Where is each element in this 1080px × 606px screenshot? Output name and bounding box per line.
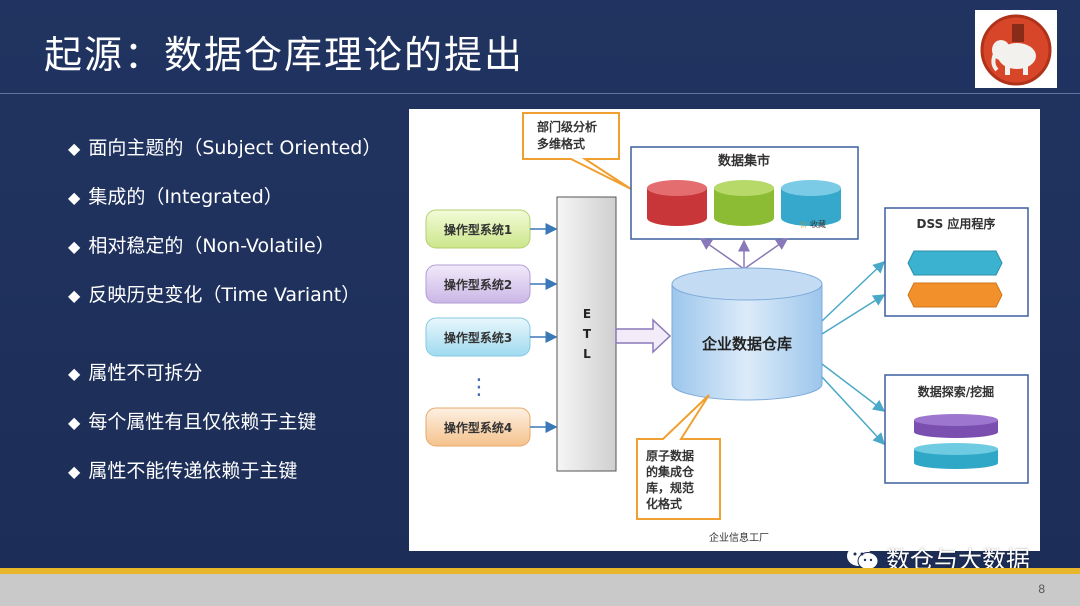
arrow	[821, 294, 886, 335]
diamond-bullet-icon: ◆	[68, 364, 81, 383]
callout-line: 部门级分析	[537, 119, 597, 134]
callout-line: 多维格式	[537, 136, 585, 151]
diagram-panel: 操作型系统1 操作型系统2 操作型系统3 ⋮ 操作型系统4	[409, 109, 1040, 551]
diamond-bullet-icon: ◆	[68, 462, 81, 481]
bullet-text: 每个属性有且仅依赖于主键	[88, 411, 317, 433]
source-label: 操作型系统3	[444, 330, 512, 345]
footer-bar	[0, 574, 1080, 606]
mining-title: 数据探索/挖掘	[918, 384, 994, 399]
mining-box: 数据探索/挖掘	[884, 374, 1029, 484]
bullet-text: 反映历史变化（Time Variant）	[88, 284, 361, 306]
cylinder-blue-icon	[781, 180, 841, 226]
etl-letter: T	[583, 327, 592, 341]
dss-bar-orange	[907, 282, 1003, 308]
arrow	[821, 376, 886, 446]
source-label: 操作型系统1	[444, 222, 512, 237]
callout-line: 的集成仓	[646, 464, 695, 479]
bullet-item: ◆ 集成的（Integrated）	[68, 183, 381, 232]
bullet-item: ◆ 相对稳定的（Non-Volatile）	[68, 232, 381, 281]
block-arrow-icon	[615, 318, 672, 354]
diamond-bullet-icon: ◆	[68, 139, 81, 158]
dss-bar-blue	[907, 250, 1003, 276]
bullet-item: ◆ 属性不可拆分	[68, 359, 381, 408]
elephant-logo-icon	[975, 10, 1057, 88]
source-system-4: 操作型系统4	[425, 407, 531, 447]
callout-top: 部门级分析 多维格式	[522, 112, 632, 190]
warehouse-label: 企业数据仓库	[701, 335, 792, 353]
bullet-text: 集成的（Integrated）	[88, 186, 283, 208]
cif-diagram: 操作型系统1 操作型系统2 操作型系统3 ⋮ 操作型系统4	[425, 112, 1029, 544]
disk-teal-icon	[914, 443, 998, 469]
bullet-item: ◆ 属性不能传递依赖于主键	[68, 457, 381, 506]
arrow	[821, 363, 886, 412]
bullet-text: 面向主题的（Subject Oriented）	[88, 137, 382, 159]
diamond-bullet-icon: ◆	[68, 237, 81, 256]
etl-bar: E T L	[556, 196, 617, 472]
dss-title: DSS 应用程序	[917, 216, 996, 231]
bullet-item: ◆ 每个属性有且仅依赖于主键	[68, 408, 381, 457]
bullet-item: ◆ 反映历史变化（Time Variant）	[68, 281, 381, 330]
callout-line: 原子数据	[646, 448, 694, 463]
page-number: 8	[1038, 582, 1045, 596]
datamart-box: 数据集市 ☆ 收藏	[630, 146, 859, 240]
disk-purple-icon	[914, 414, 998, 438]
enterprise-dw-cylinder: 企业数据仓库	[671, 267, 823, 401]
dss-box: DSS 应用程序	[884, 207, 1029, 317]
callout-line: 化格式	[646, 496, 682, 511]
bullet-text: 属性不可拆分	[88, 362, 203, 384]
bullet-spacer	[68, 330, 381, 359]
source-label: 操作型系统2	[444, 277, 512, 292]
arrow	[699, 238, 745, 270]
source-system-2: 操作型系统2	[425, 264, 531, 304]
datamart-tag: 收藏	[810, 219, 826, 229]
ellipsis-icon: ⋮	[468, 375, 490, 400]
diamond-bullet-icon: ◆	[68, 413, 81, 432]
cylinder-red-icon	[647, 180, 707, 226]
slide-title: 起源：数据仓库理论的提出	[44, 33, 525, 77]
source-system-1: 操作型系统1	[425, 209, 531, 249]
bullet-text: 属性不能传递依赖于主键	[88, 460, 298, 482]
etl-letter: E	[583, 307, 591, 321]
datamart-title: 数据集市	[718, 153, 770, 169]
cylinder-green-icon	[714, 180, 774, 226]
bullet-list: ◆ 面向主题的（Subject Oriented） ◆ 集成的（Integrated…	[68, 134, 381, 506]
etl-letter: L	[583, 347, 591, 361]
callout-bottom: 原子数据 的集成仓 库，规范 化格式	[636, 394, 721, 520]
footer-accent-bar	[0, 568, 1080, 574]
diagram-caption: 企业信息工厂	[709, 531, 769, 544]
arrow	[821, 260, 886, 322]
star-icon: ☆	[799, 220, 808, 231]
arrow	[743, 238, 789, 270]
diamond-bullet-icon: ◆	[68, 188, 81, 207]
bullet-text: 相对稳定的（Non-Volatile）	[88, 235, 335, 257]
diamond-bullet-icon: ◆	[68, 286, 81, 305]
bullet-item: ◆ 面向主题的（Subject Oriented）	[68, 134, 381, 183]
callout-line: 库，规范	[646, 480, 694, 495]
title-divider	[0, 93, 1080, 94]
source-system-3: 操作型系统3	[425, 317, 531, 357]
source-label: 操作型系统4	[444, 420, 512, 435]
